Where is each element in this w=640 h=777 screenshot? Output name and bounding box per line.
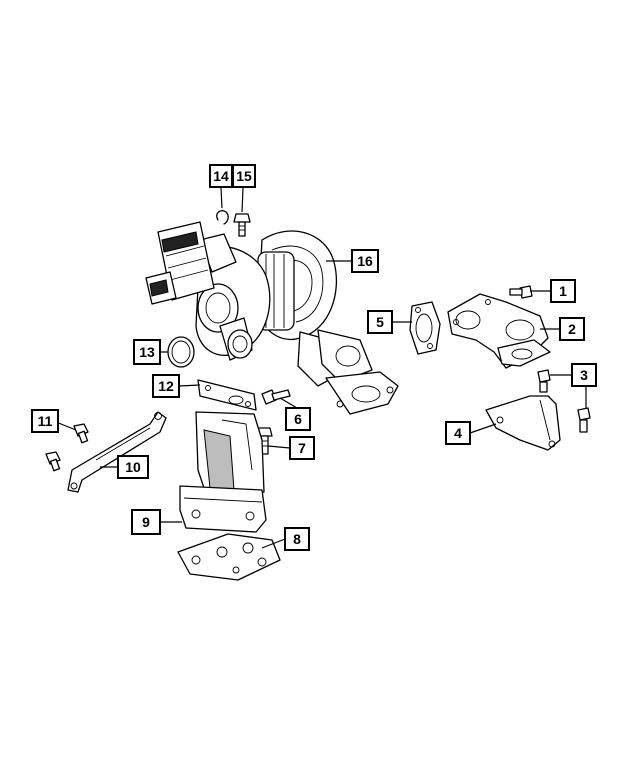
exhaust-elbow-part [447,293,551,369]
turbo-support-part [179,411,267,533]
gasket-12-part [197,379,257,411]
callout-1-label: 1 [559,283,567,299]
callout-11: 11 [31,409,59,433]
callout-16-label: 16 [357,253,373,269]
callout-4-label: 4 [454,425,462,441]
turbocharger-part [145,221,399,415]
callout-3-label: 3 [580,367,588,383]
callout-1: 1 [550,279,576,303]
callout-13: 13 [133,339,161,365]
callout-10-label: 10 [125,459,141,475]
callout-8: 8 [284,527,310,551]
callout-16: 16 [351,249,379,273]
callout-7-label: 7 [298,440,306,456]
callout-14-label: 14 [213,168,229,184]
callout-4: 4 [445,421,471,445]
callout-9-label: 9 [142,514,150,530]
callout-11-label: 11 [38,413,53,429]
o-ring-part [167,336,195,368]
retaining-clip-part [216,210,229,225]
bolt-6-part [261,389,291,405]
callout-8-label: 8 [293,531,301,547]
callout-2-label: 2 [568,321,576,337]
callout-13-label: 13 [139,344,155,360]
callout-15: 15 [232,164,256,188]
bolt-11-part [45,423,89,472]
callout-5: 5 [367,310,393,334]
support-bracket-part [485,395,561,451]
callout-12: 12 [152,374,180,398]
bolt-1-part [509,285,533,299]
callout-14: 14 [209,164,233,188]
callout-3: 3 [571,363,597,387]
callout-5-label: 5 [376,314,384,330]
callout-2: 2 [559,317,585,341]
callout-6-label: 6 [294,411,302,427]
callout-9: 9 [131,509,161,535]
callout-12-label: 12 [158,378,174,394]
bracket-10-part [67,411,167,493]
bolt-15-part [233,213,251,237]
callout-10: 10 [117,455,149,479]
callout-7: 7 [289,436,315,460]
gasket-5-part [409,301,441,355]
callout-6: 6 [285,407,311,431]
gasket-8-part [177,533,281,581]
bolt-3-part [537,369,591,433]
leader-lines [55,187,587,549]
callout-15-label: 15 [236,168,252,184]
